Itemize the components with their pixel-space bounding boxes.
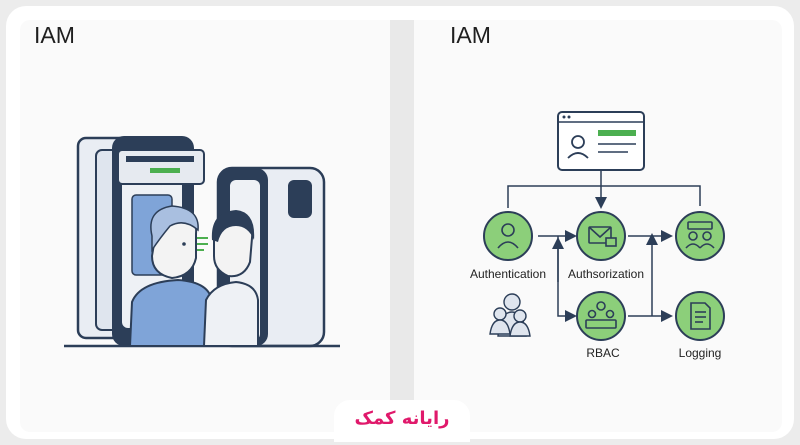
- brand-logo-text: رایانه کمک: [354, 408, 450, 429]
- panel-divider: [390, 20, 414, 432]
- scanner-light: [150, 168, 180, 173]
- scanner-bar: [126, 156, 194, 162]
- connector: [507, 185, 701, 208]
- person-icon: [497, 223, 519, 249]
- rbac-label: RBAC: [586, 346, 620, 360]
- user-group-icon: [489, 293, 531, 337]
- left-panel-title: IAM: [34, 22, 75, 48]
- person-two-body: [202, 280, 259, 347]
- identity-window-icon: [557, 111, 645, 171]
- brand-logo: رایانه کمک: [334, 400, 470, 442]
- right-panel-title: IAM: [450, 22, 491, 48]
- image-frame: [6, 6, 794, 439]
- envelope-icon: [588, 226, 617, 247]
- gate-right-window: [288, 180, 312, 218]
- access-node: [675, 211, 725, 261]
- logging-label: Logging: [679, 346, 722, 360]
- authentication-label: Authentication: [470, 267, 546, 281]
- person-one-hair: [150, 205, 199, 253]
- person-one-eye: [182, 242, 186, 246]
- authorization-label: Authsorization: [568, 267, 644, 281]
- logging-node: [675, 291, 725, 341]
- document-icon: [690, 302, 711, 330]
- person-two-hair: [211, 210, 255, 242]
- users-icon: [685, 221, 715, 249]
- team-icon: [585, 301, 617, 329]
- rbac-node: [576, 291, 626, 341]
